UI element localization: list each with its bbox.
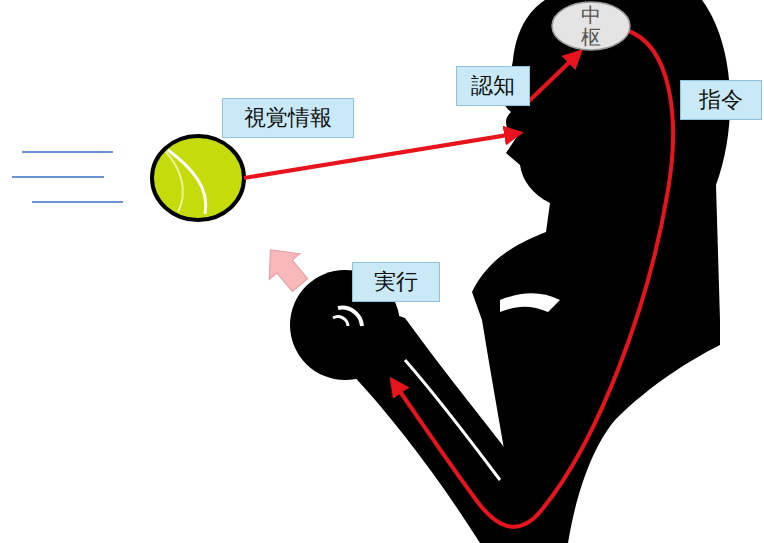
speed-line (22, 151, 113, 153)
node-text: 指令 (699, 88, 743, 112)
motion-arrow (255, 237, 315, 298)
ball-seam (168, 150, 206, 214)
speed-line (12, 176, 104, 178)
node-text: 実行 (374, 270, 418, 294)
jaw-highlight (500, 293, 560, 312)
ball-seam (166, 152, 183, 212)
node-text: 中 枢 (579, 4, 603, 48)
node-text: 視覚情報 (244, 106, 332, 130)
tennis-ball (152, 136, 244, 220)
label-box: 視覚情報 (222, 98, 354, 138)
label-box: 認知 (456, 66, 530, 106)
head-silhouette (472, 0, 730, 320)
ellipse-shape (552, 2, 630, 50)
cognition-arrow (528, 52, 580, 102)
speed-line (32, 201, 123, 203)
center-ellipse: 中 枢 (550, 0, 632, 52)
motion-arrow-shape (255, 237, 315, 298)
speed-lines (12, 152, 123, 202)
vision-arrow (244, 133, 520, 178)
node-text: 認知 (471, 74, 515, 98)
label-box: 実行 (352, 262, 440, 302)
label-box: 指令 (680, 80, 762, 120)
dumbbell-highlight (333, 317, 348, 326)
